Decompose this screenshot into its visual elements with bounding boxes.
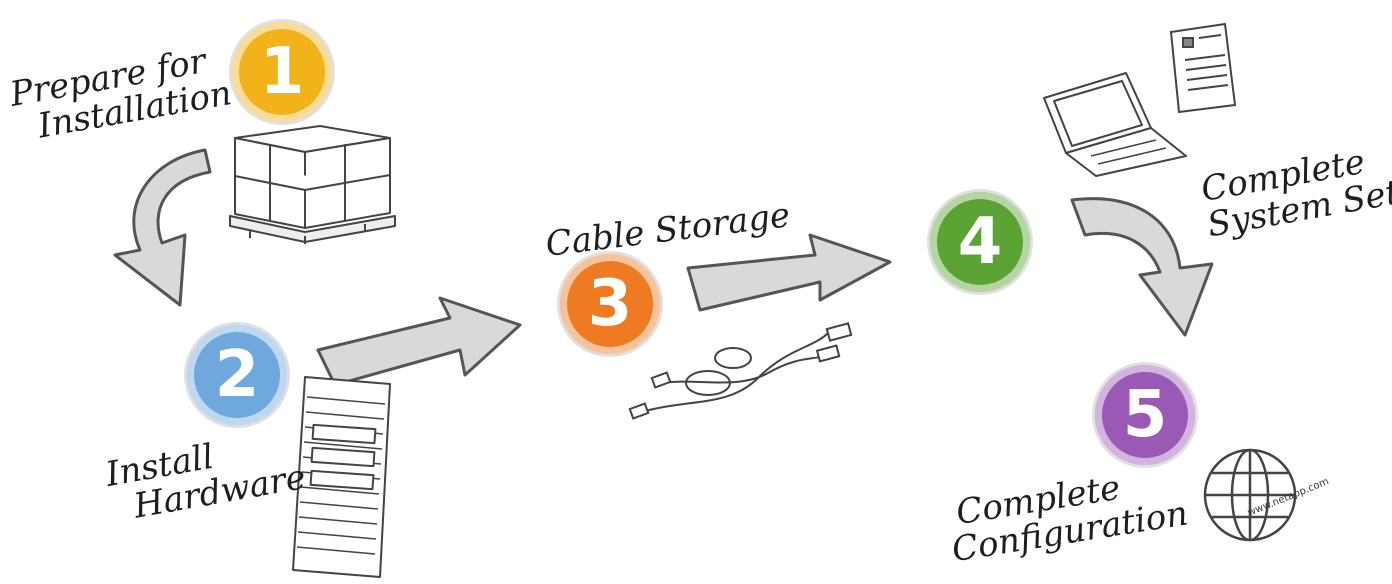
step-4-badge: 4 — [930, 192, 1030, 292]
arrow-1-to-2 — [113, 148, 212, 307]
step-5-badge: 5 — [1095, 365, 1195, 465]
pallet-boxes-icon — [229, 125, 396, 244]
cables-icon — [628, 322, 853, 420]
arrow-2-to-3 — [316, 296, 522, 387]
document-icon — [1169, 22, 1237, 114]
laptop-icon — [1043, 72, 1187, 177]
step-3-badge: 3 — [560, 254, 660, 354]
arrow-3-to-4 — [686, 233, 892, 312]
step-2-badge: 2 — [187, 325, 287, 425]
server-rack-icon — [292, 376, 391, 578]
step-1-badge: 1 — [232, 22, 332, 122]
globe-icon — [1203, 448, 1297, 542]
arrow-4-to-5 — [1070, 197, 1214, 337]
